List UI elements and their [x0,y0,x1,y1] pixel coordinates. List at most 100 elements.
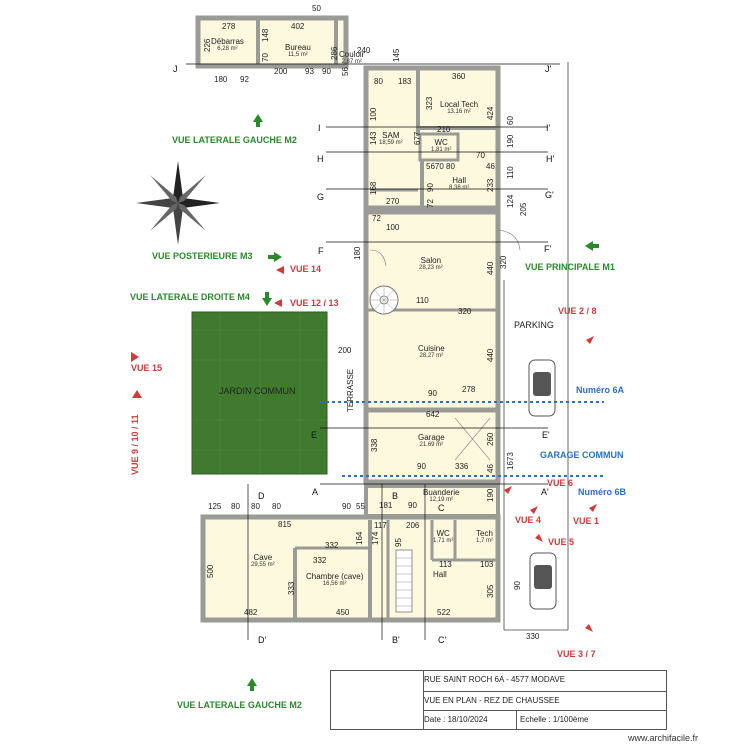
dim-label: 332 [313,556,327,565]
dim-label: 72 [372,214,381,223]
dim-label: 90 [417,462,426,471]
section-c-prime: C' [438,635,447,645]
section-lines [186,63,560,640]
section-f-prime: F' [544,244,552,254]
view-principale: VUE PRINCIPALE M1 [525,262,615,272]
title-logo-area [331,671,424,729]
dim-label: 330 [526,632,540,641]
dim-label: 323 [425,96,434,110]
dim-label: 424 [486,106,495,120]
dim-label: 320 [458,307,472,316]
dim-label: 210 [437,125,451,134]
numero-6b-label: Numéro 6B [578,487,627,497]
dim-label: 338 [370,438,379,452]
title-block: RUE SAINT ROCH 6A - 4577 MODAVE VUE EN P… [330,670,667,730]
view-5: VUE 5 [548,537,575,547]
dim-label: 200 [274,67,288,76]
room-name: Cave [253,553,273,562]
red-arrows [131,266,597,632]
dim-label: 103 [480,560,494,569]
dim-label: 90 [428,389,437,398]
dim-label: 522 [437,608,451,617]
dim-label: 100 [386,223,400,232]
room-name: Bureau [285,43,311,52]
section-b: B [392,491,399,501]
room-name: Tech [476,529,493,538]
room-area: 29,55 m² [251,562,275,568]
view-12-13: VUE 12 / 13 [290,298,339,308]
room-name: WC [436,529,450,538]
dim-label: 360 [452,72,466,81]
dim-label: 5670 80 [426,162,455,171]
view-14: VUE 14 [290,264,322,274]
section-j-prime: J' [545,64,552,74]
dim-label: 168 [369,181,378,195]
room-area: 12,19 m² [429,497,454,503]
room-hall-bottom: Hall [433,570,447,579]
dim-label: 60 [506,116,515,125]
dim-label: 117 [374,521,387,530]
dim-label: 240 [357,46,371,55]
view-lat-gauche-top: VUE LATERALE GAUCHE M2 [172,135,297,145]
room-area: 28,27 m² [419,353,444,359]
dim-label: 46 [486,162,495,171]
dim-label: 333 [287,581,296,595]
dim-label: 80 [272,502,281,511]
view-6: VUE 6 [547,478,574,488]
basement-stairs [395,549,413,613]
title-view: VUE EN PLAN - REZ DE CHAUSSEE [424,696,560,705]
garden-texture [192,312,327,474]
dim-label: 124 [506,194,515,208]
garage-commun-label: GARAGE COMMUN [540,450,624,460]
room-chambre-cave: Chambre (cave)16,56 m² [306,572,363,587]
room-area: 1,7 m² [476,538,494,544]
dim-label: 72 [426,199,435,208]
dim-label: 482 [244,608,258,617]
section-h-prime: H' [546,154,555,164]
room-area: 1,71 m² [433,538,454,544]
dim-label: 110 [506,166,515,179]
dim-label: 233 [486,178,495,192]
room-area: 21,69 m² [419,442,444,448]
view-4: VUE 4 [515,515,542,525]
room-area: 8,38 m² [449,185,470,191]
dim-label: 80 [231,502,240,511]
dim-label: 206 [406,521,420,530]
dim-label: 100 [369,107,378,121]
dim-label: 181 [379,501,393,510]
garden-label: JARDIN COMMUN [219,386,296,396]
dim-label: 320 [499,255,508,269]
parking-label: PARKING [514,320,554,330]
dim-label: 278 [222,22,236,31]
title-date: Date : 18/10/2024 [424,715,488,724]
section-a-prime: A' [541,487,549,497]
view-15: VUE 15 [131,363,163,373]
section-i: I [318,123,321,133]
room-name: Couloir [339,50,365,59]
section-g-prime: G' [545,190,554,200]
dim-label: 70 [476,151,485,160]
view-1: VUE 1 [573,516,600,526]
dim-label: 93 [305,67,314,76]
dim-label: 440 [486,261,495,275]
dim-label: 90 [322,67,331,76]
top-annex [195,15,349,69]
title-scale: Echelle : 1/100ème [520,715,589,724]
green-arrows [247,114,599,691]
dim-label: 174 [371,531,380,545]
car-bottom [529,552,557,610]
dim-label: 336 [455,462,469,471]
dim-label: 50 [312,4,321,13]
view-2-8: VUE 2 / 8 [558,306,597,316]
section-d: D [258,491,265,501]
room-name: Cuisine [418,344,445,353]
numero-6a-label: Numéro 6A [576,385,625,395]
dim-label: 80 [251,502,260,511]
